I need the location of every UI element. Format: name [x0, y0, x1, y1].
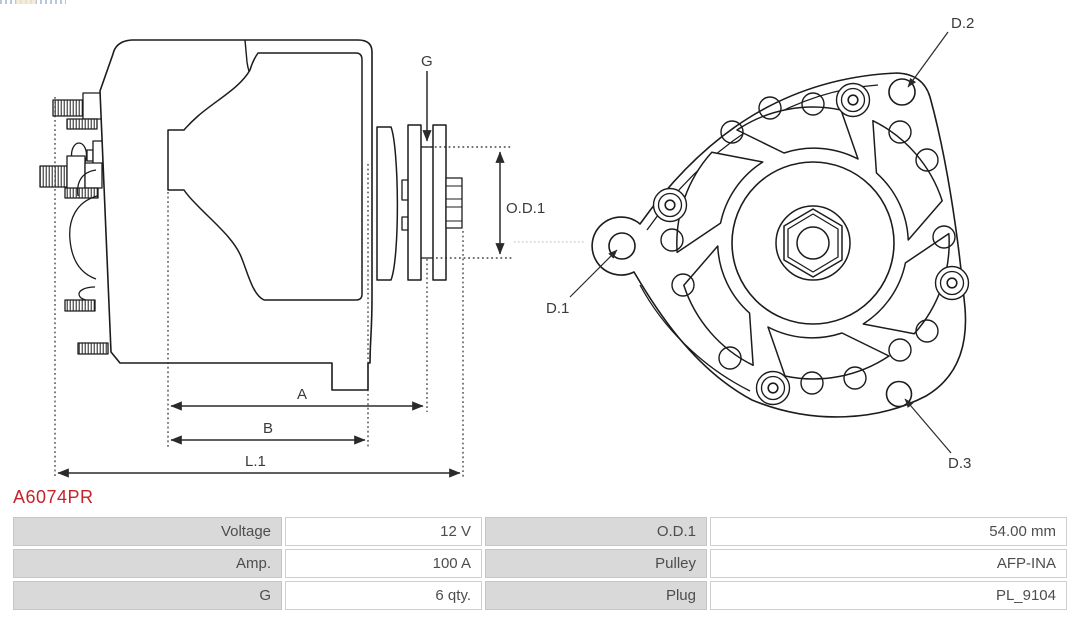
extension-lines [54, 97, 513, 478]
side-view-drawing: G O.D.1 A B L.1 [39, 39, 584, 478]
vent-holes [660, 92, 956, 395]
label-l1: L.1 [245, 453, 266, 470]
leader-lines [569, 31, 952, 454]
spec-table: Voltage 12 V O.D.1 54.00 mm Amp. 100 A P… [10, 514, 1070, 613]
spec-label-cell: G [13, 581, 282, 610]
spec-label-cell: Amp. [13, 549, 282, 578]
spec-row: Voltage 12 V O.D.1 54.00 mm [13, 517, 1067, 546]
spec-value-cell: 12 V [285, 517, 482, 546]
rear-lobe [69, 169, 98, 280]
spec-value-cell: PL_9104 [710, 581, 1067, 610]
label-a: A [297, 386, 307, 403]
spec-value-cell: 6 qty. [285, 581, 482, 610]
spec-label-cell: Pulley [485, 549, 707, 578]
label-g: G [421, 53, 433, 70]
spec-value-cell: 100 A [285, 549, 482, 578]
label-od1: O.D.1 [506, 200, 545, 217]
spec-value-cell: AFP-INA [710, 549, 1067, 578]
hub [731, 161, 895, 325]
stator-window [167, 52, 363, 301]
label-d1: D.1 [546, 300, 569, 317]
dimension-lines [57, 71, 505, 478]
part-number: A6074PR [13, 487, 94, 507]
spec-row: G 6 qty. Plug PL_9104 [13, 581, 1067, 610]
spec-label-cell: O.D.1 [485, 517, 707, 546]
spec-label-cell: Plug [485, 581, 707, 610]
hole-d1 [608, 232, 636, 260]
label-b: B [263, 420, 273, 437]
rear-studs [39, 92, 109, 355]
end-view-drawing: D.2 D.1 D.3 [546, 15, 974, 472]
spec-label-cell: Voltage [13, 517, 282, 546]
logo-fragment-tint [16, 0, 36, 4]
label-d2: D.2 [951, 15, 974, 32]
label-d3: D.3 [948, 455, 971, 472]
spec-row: Amp. 100 A Pulley AFP-INA [13, 549, 1067, 578]
technical-drawing: G O.D.1 A B L.1 [39, 15, 974, 478]
spec-value-cell: 54.00 mm [710, 517, 1067, 546]
pulley-assembly [376, 124, 463, 281]
